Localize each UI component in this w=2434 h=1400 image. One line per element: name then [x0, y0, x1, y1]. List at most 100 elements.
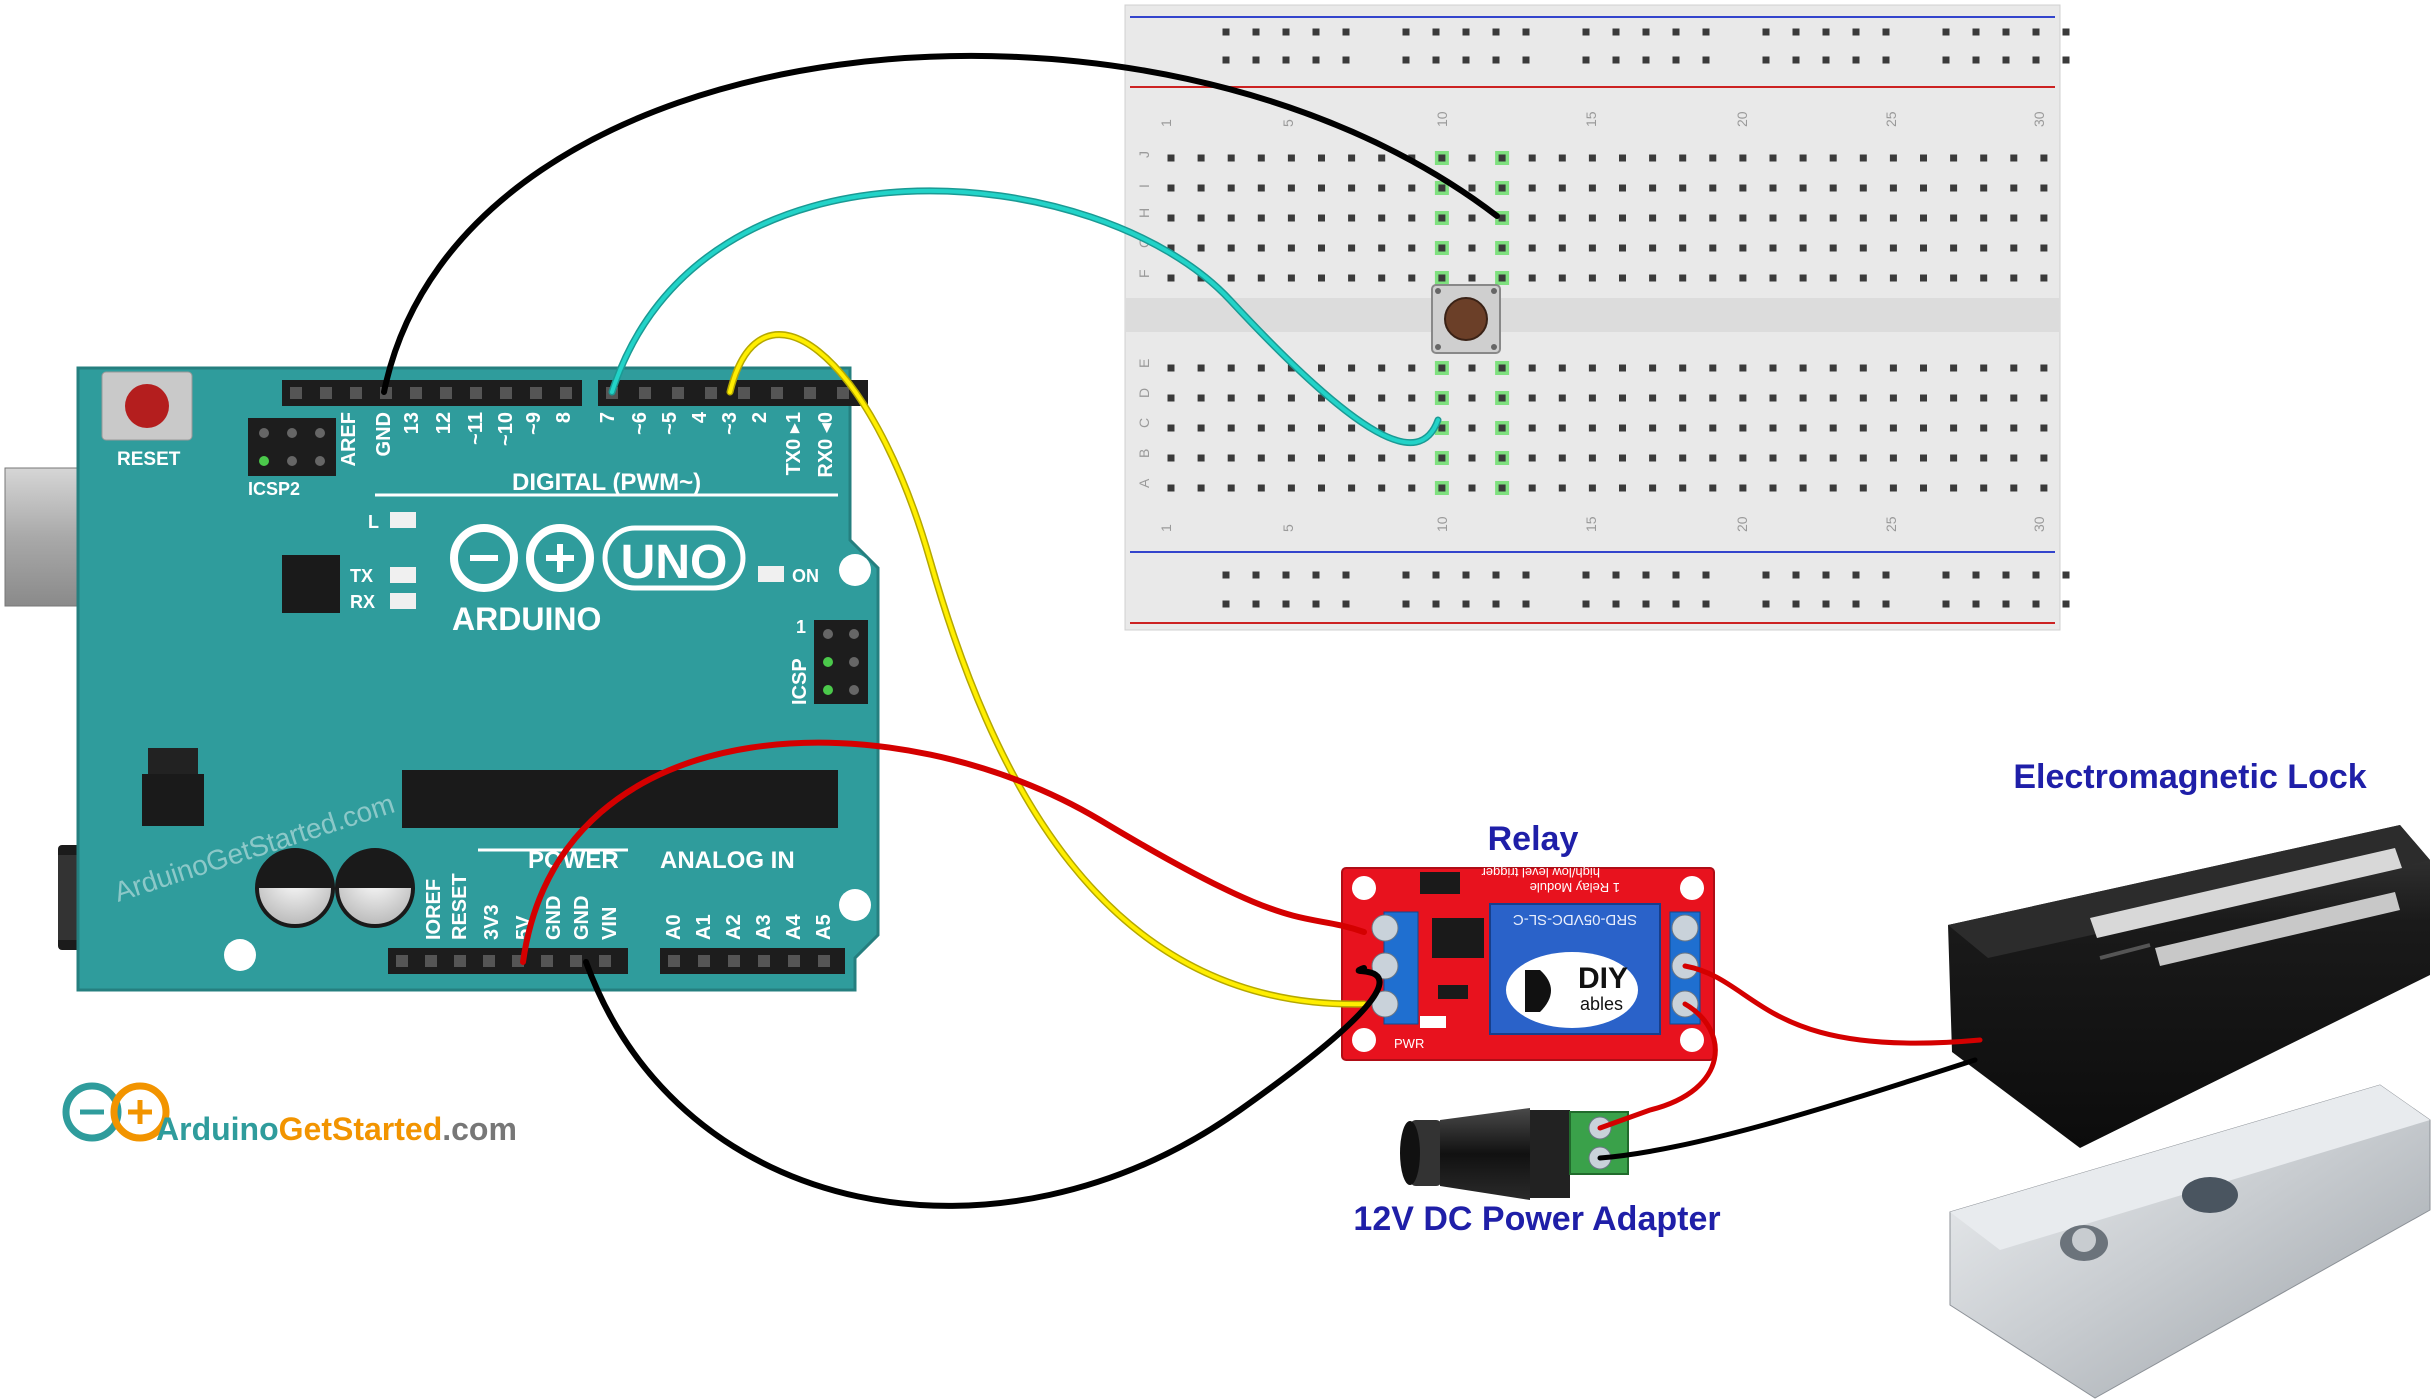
bb-hole: [1287, 394, 1295, 402]
bb-hole: [1468, 184, 1476, 192]
bb-rail-hole: [1252, 56, 1260, 64]
bb-hole: [1438, 184, 1446, 192]
bb-hole: [1799, 214, 1807, 222]
bb-hole: [1287, 184, 1295, 192]
voltage-regulator: [142, 748, 204, 826]
bb-rail-hole: [2002, 571, 2010, 579]
bb-rail-hole: [1312, 56, 1320, 64]
bb-hole: [1920, 394, 1927, 402]
bb-row-a: A: [1136, 478, 1152, 488]
bb-rail-hole: [1462, 600, 1470, 608]
bb-hole: [1950, 394, 1958, 402]
bb-hole: [1197, 454, 1205, 462]
bb-rail-hole: [1432, 600, 1440, 608]
bb-hole: [1679, 244, 1687, 252]
bb-hole: [1528, 184, 1536, 192]
bb-hole: [1468, 274, 1476, 282]
bb-hole: [2040, 244, 2048, 252]
bb-rail-hole: [2062, 571, 2070, 579]
bb-hole: [1950, 214, 1958, 222]
bb-hole: [2010, 154, 2018, 162]
bb-hole: [1859, 364, 1867, 372]
bb-hole: [1227, 244, 1235, 252]
bb-hole: [1468, 424, 1476, 432]
bb-hole: [1829, 484, 1837, 492]
bb-hole: [1980, 184, 1988, 192]
bb-hole: [1318, 244, 1325, 252]
bb-hole: [1498, 154, 1506, 162]
bb-rail-hole: [1612, 28, 1620, 36]
bb-hole: [1227, 184, 1235, 192]
bb-rail-hole: [1312, 600, 1320, 608]
bb-rail-hole: [1972, 56, 1980, 64]
bb-hole: [1920, 154, 1927, 162]
bb-hole: [1408, 214, 1416, 222]
bb-hole: [1197, 214, 1205, 222]
bb-rail-hole: [1642, 571, 1650, 579]
bb-hole: [1619, 364, 1626, 372]
header-hole: [290, 387, 302, 399]
bb-hole: [1859, 154, 1867, 162]
bb-hole: [1468, 484, 1476, 492]
arduino-logo: [450, 524, 594, 592]
bb-hole: [1167, 454, 1175, 462]
bb-hole: [1649, 454, 1657, 462]
bb-rail-hole: [1222, 56, 1230, 64]
bb-hole: [1378, 484, 1386, 492]
bb-hole: [1257, 154, 1265, 162]
bb-hole: [1468, 154, 1476, 162]
bb-hole: [1378, 394, 1386, 402]
bb-hole: [1889, 214, 1897, 222]
bb-hole: [1859, 484, 1867, 492]
bb-hole: [1739, 424, 1747, 432]
bb-hole: [1709, 244, 1717, 252]
digital-pin-label: ~5: [659, 412, 681, 435]
bb-hole: [1859, 184, 1867, 192]
digital-pin-label: RX0 ◂0: [815, 412, 837, 478]
bb-hole: [1468, 454, 1476, 462]
bb-rail-hole: [1342, 571, 1350, 579]
header-hole: [818, 955, 830, 967]
bb-hole: [1799, 244, 1807, 252]
bb-hole: [1318, 274, 1325, 282]
bb-rail-hole: [1942, 600, 1950, 608]
bb-rail-hole: [1822, 56, 1830, 64]
bb-rail-hole: [1582, 28, 1590, 36]
wire-red-relay-lock: [1682, 963, 1983, 1046]
bb-hole: [1257, 394, 1265, 402]
bb-hole: [1588, 154, 1596, 162]
bb-hole: [1769, 394, 1777, 402]
bb-hole: [1528, 394, 1536, 402]
bb-hole: [1709, 484, 1717, 492]
bb-hole: [1709, 364, 1717, 372]
bb-hole: [1588, 244, 1596, 252]
header-hole: [639, 387, 651, 399]
header-hole: [500, 387, 512, 399]
electromagnetic-lock: [1948, 825, 2431, 1399]
header-hole: [396, 955, 408, 967]
bb-hole: [2040, 484, 2048, 492]
bb-hole: [1257, 364, 1265, 372]
bb-rail-hole: [1582, 571, 1590, 579]
bb-bot-num-1: 1: [1158, 524, 1174, 532]
bb-hole: [1739, 154, 1747, 162]
bb-hole: [1167, 184, 1175, 192]
bb-row-c: C: [1136, 418, 1152, 428]
bb-hole: [1829, 274, 1837, 282]
bb-rail-hole: [1432, 56, 1440, 64]
breadboard-bottom-numbers: 1 5 10 15 20 25 30: [1158, 516, 2047, 532]
bb-rail-hole: [1822, 600, 1830, 608]
bb-rail-hole: [1402, 600, 1410, 608]
bb-rail-hole: [1852, 56, 1860, 64]
bb-hole: [1318, 394, 1325, 402]
bb-hole: [1438, 394, 1446, 402]
bb-hole: [1287, 214, 1295, 222]
bb-row-e: E: [1136, 359, 1152, 368]
bb-hole: [1197, 244, 1205, 252]
bb-hole: [1980, 394, 1988, 402]
bb-hole: [1528, 154, 1536, 162]
relay-trigger-text: high/low level trigger: [1481, 865, 1600, 880]
bb-hole: [1227, 214, 1235, 222]
bb-hole: [1588, 214, 1596, 222]
